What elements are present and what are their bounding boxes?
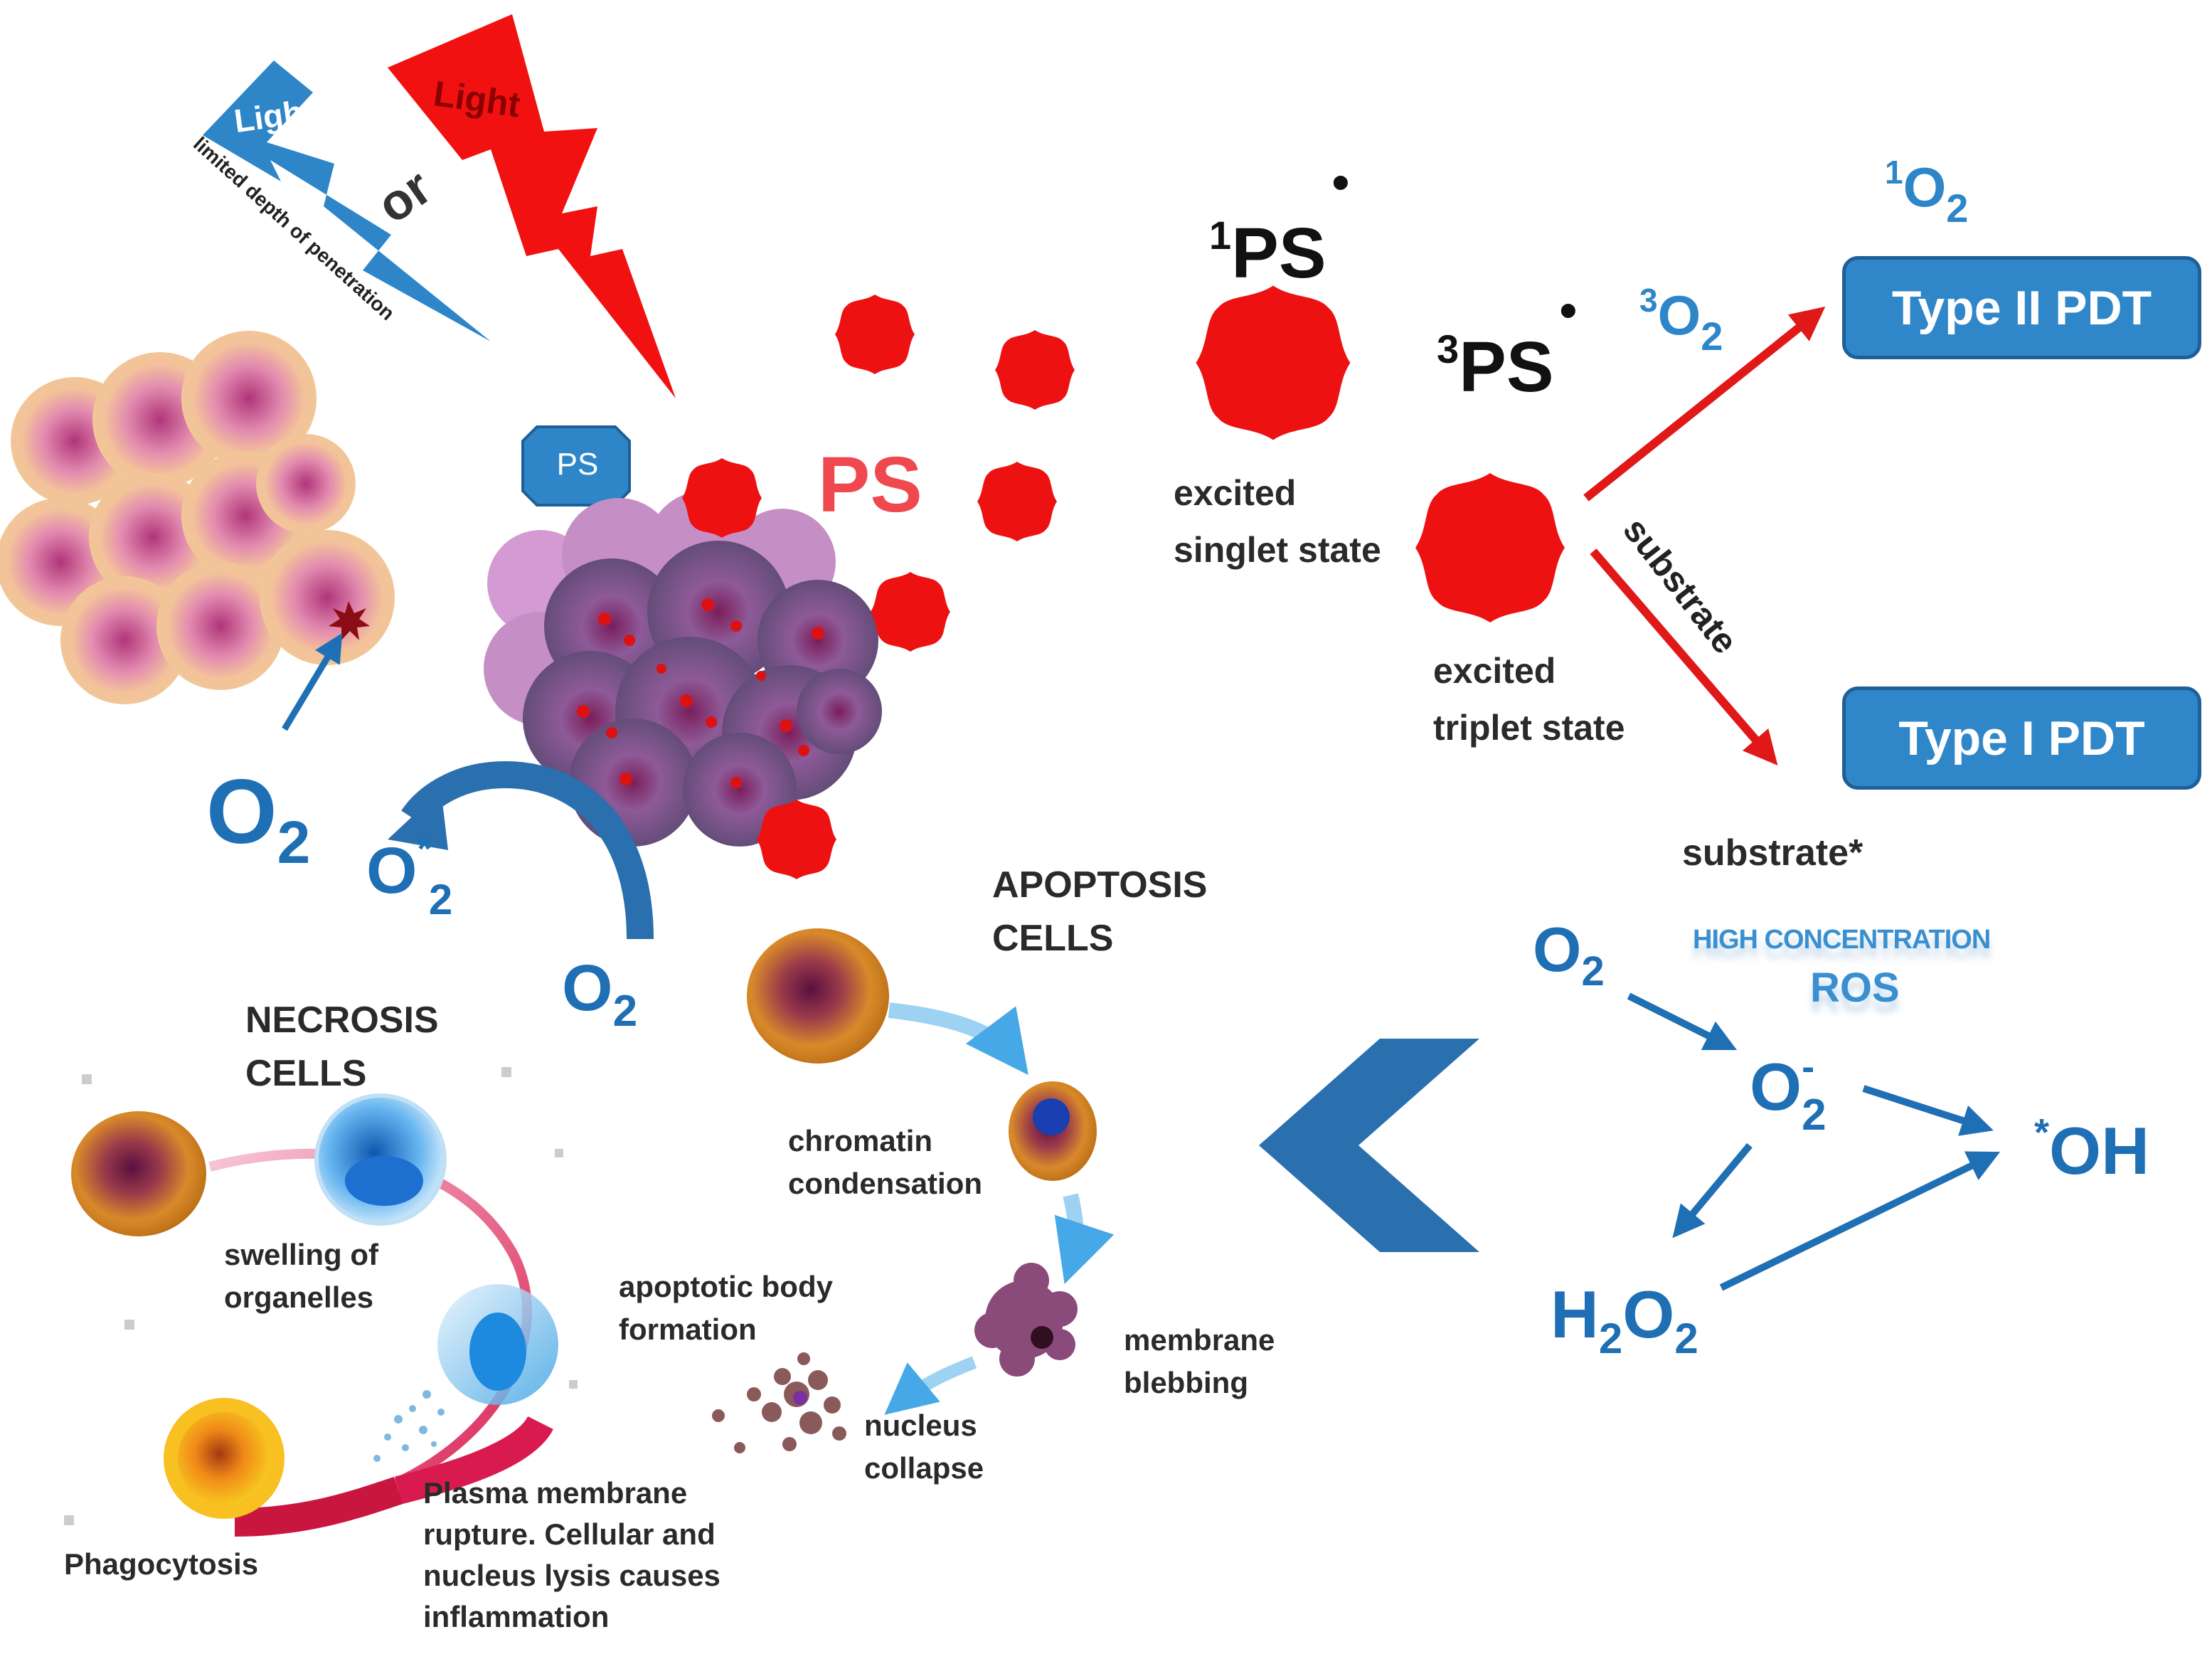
ros-header-line1: HIGH CONCENTRATION <box>1693 925 1991 955</box>
curved-arrow-head-icon <box>388 790 448 850</box>
substrate-arrow-label: substrate <box>1615 510 1745 661</box>
apoptotic-body-1: apoptotic body <box>619 1270 833 1303</box>
chromatin-1: chromatin <box>788 1124 933 1157</box>
type1-pdt-box: Type I PDT <box>1842 686 2201 790</box>
swelling-2: organelles <box>224 1281 374 1314</box>
type1-arrow <box>1590 548 1778 765</box>
ps-big-label: PS <box>818 441 922 529</box>
blebbing-2: blebbing <box>1124 1366 1248 1399</box>
bottom-o2-label: O2 <box>562 952 637 1036</box>
rupture-4: inflammation <box>423 1600 610 1633</box>
ps-tag-label: PS <box>556 447 599 482</box>
nucleus-collapse-1: nucleus <box>864 1409 977 1442</box>
singlet-ps-molecule <box>1196 285 1351 440</box>
rupture-2: rupture. Cellular and <box>423 1517 716 1551</box>
blue-light-bolt <box>203 60 491 341</box>
red-light-bolt <box>388 14 676 398</box>
necrosis-title-1: NECROSIS <box>245 1000 439 1041</box>
ros-arrow-superoxide-hydroxyl <box>1862 1085 1994 1136</box>
necrosis-title-2: CELLS <box>245 1053 367 1094</box>
singlet-desc-1: excited <box>1174 473 1297 513</box>
triplet-ps-symbol: 3PS• <box>1437 282 1577 407</box>
necrosis-sequence <box>64 1067 578 1537</box>
triplet-oxygen-label: 3O2 <box>1639 282 1723 359</box>
ros-arrow-superoxide-peroxide <box>1672 1143 1753 1239</box>
big-o2-label: O2 <box>206 761 310 876</box>
peroxide-label: H2O2 <box>1551 1277 1698 1362</box>
rupture-1: Plasma membrane <box>423 1476 688 1510</box>
excited-o2-label: O*2 <box>366 829 452 923</box>
apoptosis-title-1: APOPTOSIS <box>992 864 1208 906</box>
phagocytosis-label: Phagocytosis <box>64 1547 259 1581</box>
ros-header-line2: ROS <box>1810 965 1900 1011</box>
ros-arrow-peroxide-hydroxyl <box>1719 1151 2001 1291</box>
triplet-desc-2: triplet state <box>1433 708 1625 748</box>
ps-dots <box>577 598 824 788</box>
apoptotic-body-2: formation <box>619 1313 757 1346</box>
singlet-oxygen-label: 1O2 <box>1885 154 1968 230</box>
tumor-cell-cluster <box>484 491 882 847</box>
rupture-3: nucleus lysis causes <box>423 1559 721 1592</box>
type2-arrow <box>1583 307 1826 502</box>
healthy-cell-cluster <box>0 331 395 704</box>
apoptosis-title-2: CELLS <box>992 918 1114 959</box>
phagocyte-sun-icon <box>164 1398 285 1519</box>
or-label: or <box>367 159 442 235</box>
damage-star-icon <box>329 601 370 640</box>
swelling-1: swelling of <box>224 1238 379 1271</box>
triplet-ps-molecule <box>1415 473 1565 622</box>
oxygen-to-cell-arrow <box>282 632 343 731</box>
ros-o2-label: O2 <box>1533 914 1605 995</box>
apoptosis-sequence <box>712 928 1115 1453</box>
superoxide-label: O-2 <box>1750 1046 1827 1140</box>
substrate-star-label: substrate* <box>1682 832 1863 874</box>
singlet-desc-2: singlet state <box>1174 530 1381 570</box>
hydroxyl-label: *OH <box>2034 1111 2149 1188</box>
ros-arrow-o2-superoxide <box>1627 992 1738 1051</box>
type2-pdt-box: Type II PDT <box>1842 256 2201 359</box>
blebbing-1: membrane <box>1124 1323 1275 1357</box>
singlet-ps-symbol: 1PS• <box>1209 154 1349 293</box>
triplet-desc-1: excited <box>1433 651 1556 691</box>
nucleus-collapse-2: collapse <box>864 1451 984 1485</box>
chromatin-2: condensation <box>788 1167 983 1200</box>
big-chevron-arrow <box>1259 1039 1479 1252</box>
